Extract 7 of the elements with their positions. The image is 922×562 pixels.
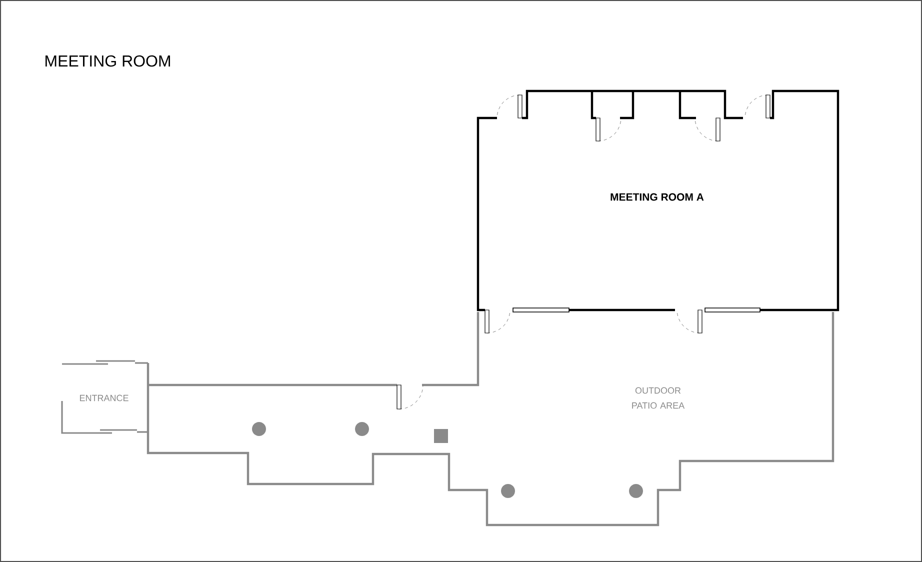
patio-walls — [146, 312, 834, 526]
room-label: ENTRANCE — [80, 394, 128, 402]
meeting-room-walls — [476, 90, 840, 334]
entrance-doors — [61, 360, 148, 434]
room-label: MEETING ROOM A — [610, 193, 704, 201]
room-label: OUTDOOR PATIO AREA — [632, 387, 685, 409]
title: MEETING ROOM — [46, 55, 170, 67]
